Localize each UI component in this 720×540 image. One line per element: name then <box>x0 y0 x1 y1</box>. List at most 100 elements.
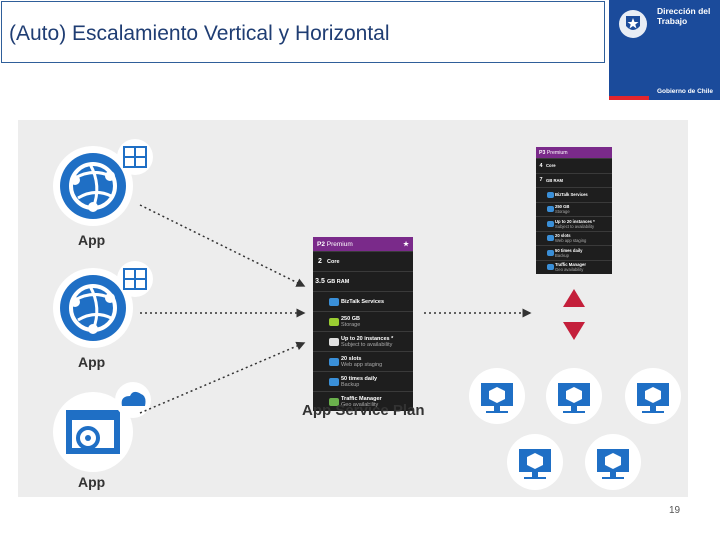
scale-down-arrow-icon <box>563 322 585 340</box>
row-main-text: BizTalk Services <box>341 298 385 305</box>
star-icon: ★ <box>403 241 409 248</box>
row-label: BizTalk Services <box>341 299 384 305</box>
globe-icon <box>329 397 339 406</box>
row-sub-text: Geo availability <box>341 401 379 408</box>
slide-title: (Auto) Escalamiento Vertical y Horizonta… <box>9 22 390 45</box>
row-label: BizTalk Services <box>555 192 588 197</box>
tier-name: Premium <box>546 149 568 156</box>
cloud-icon <box>547 206 554 213</box>
vm-instance-icon <box>469 368 525 424</box>
logo-gobierno: Gobierno de Chile <box>657 88 713 95</box>
row-number: 3.5 <box>315 278 325 285</box>
row-main-text: 250 GB <box>555 204 570 210</box>
panel-row: Up to 20 instances *Subject to availabil… <box>536 216 612 231</box>
row-main-text: 250 GB <box>341 315 360 322</box>
row-sub-text: Web app staging <box>555 238 587 244</box>
panel-header: P2 Premium ★ <box>313 237 413 251</box>
row-number: 4 <box>539 162 543 169</box>
row-sub-text: Web app staging <box>341 361 383 368</box>
row-sub-text: Backup <box>555 252 569 258</box>
row-main-text: Core <box>546 163 556 169</box>
row-main-text: 20 slots <box>555 233 571 239</box>
storage-icon <box>329 317 339 326</box>
connector-arrow <box>139 204 306 287</box>
web-app-icon <box>53 268 133 348</box>
panel-row: 2 Core <box>313 251 413 271</box>
vm-instance-icon <box>585 434 641 490</box>
row-label: Up to 20 instances *Subject to availabil… <box>555 219 595 229</box>
row-main-text: GB RAM <box>327 278 350 285</box>
vm-instance-icon <box>625 368 681 424</box>
tier-name: Premium <box>326 240 353 248</box>
scale-badge-icon <box>117 139 153 175</box>
cloud-badge-icon <box>115 382 151 418</box>
panel-row: BizTalk Services <box>536 187 612 202</box>
row-main-text: 50 times daily <box>555 247 583 253</box>
cloud-icon <box>547 249 554 256</box>
row-sub-text: Subject to availability <box>555 223 595 229</box>
vm-instance-icon <box>546 368 602 424</box>
row-main-text: 20 slots <box>341 355 362 362</box>
logo-line-2: Trabajo <box>657 16 688 26</box>
row-main-text: Traffic Manager <box>341 395 382 402</box>
cloud-icon <box>329 377 339 386</box>
row-main-text: Up to 20 instances * <box>555 218 595 224</box>
cloud-icon <box>547 191 554 198</box>
web-app-icon <box>53 146 133 226</box>
row-number: 7 <box>539 177 543 184</box>
row-sub-text: Storage <box>555 209 570 215</box>
row-label: Core <box>546 163 556 168</box>
cloud-icon <box>547 235 554 242</box>
web-job-icon <box>53 392 133 472</box>
row-sub-text: Backup <box>341 381 360 388</box>
row-number: 2 <box>318 258 322 265</box>
logo: Dirección del Trabajo Gobierno de Chile <box>609 0 720 100</box>
cloud-icon <box>547 264 554 271</box>
row-main-text: BizTalk Services <box>555 192 588 198</box>
row-main-text: 50 times daily <box>341 375 378 382</box>
vm-instance-icon <box>507 434 563 490</box>
panel-header: P3 Premium <box>536 147 612 158</box>
row-label: Up to 20 instances *Subject to availabil… <box>341 336 393 348</box>
row-sub-text: Subject to availability <box>341 341 393 348</box>
row-main-text: Traffic Manager <box>555 262 586 268</box>
row-main-text: Core <box>327 258 340 265</box>
title-box: (Auto) Escalamiento Vertical y Horizonta… <box>1 1 605 63</box>
row-label: GB RAM <box>327 279 349 285</box>
logo-red-bar <box>609 96 649 100</box>
row-sub-text: Geo availability <box>555 267 584 273</box>
scale-badge-icon <box>117 261 153 297</box>
row-label: Core <box>327 259 340 265</box>
cloud-icon <box>547 220 554 227</box>
tier-code: P2 <box>317 240 325 248</box>
instances-icon <box>329 337 339 346</box>
cloud-icon <box>329 357 339 366</box>
tier-code: P3 <box>539 149 546 156</box>
row-label: GB RAM <box>546 178 563 183</box>
panel-row: BizTalk Services <box>313 291 413 311</box>
app-service-plan-label: App Service Plan <box>302 402 425 419</box>
row-main-text: Up to 20 instances * <box>341 335 394 342</box>
app-label: App <box>78 474 106 490</box>
